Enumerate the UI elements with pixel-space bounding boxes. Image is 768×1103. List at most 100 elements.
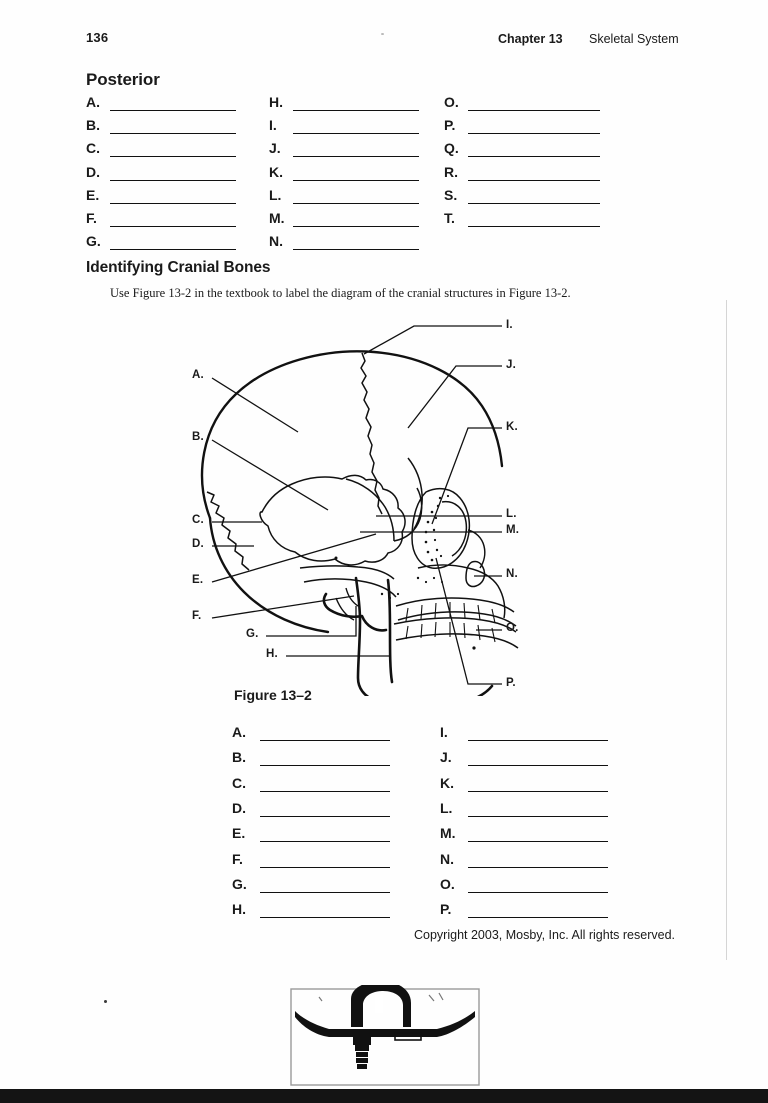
answer-blank-letter: M. bbox=[269, 210, 285, 226]
answer-blank-row[interactable]: P. bbox=[444, 115, 600, 135]
answer-blank-line[interactable] bbox=[468, 110, 600, 111]
answer-blank-line[interactable] bbox=[293, 226, 419, 227]
answer-blank-letter: N. bbox=[269, 233, 283, 250]
answer-blank-line[interactable] bbox=[260, 917, 390, 919]
answer-blank-line[interactable] bbox=[468, 841, 608, 843]
answer-blank-row[interactable]: I. bbox=[440, 722, 608, 742]
answer-blank-row[interactable]: J. bbox=[269, 138, 419, 158]
answer-blank-line[interactable] bbox=[260, 765, 390, 767]
answer-blank-row[interactable]: K. bbox=[440, 773, 608, 793]
answer-blank-row[interactable]: N. bbox=[269, 231, 419, 251]
answer-blank-row[interactable]: D. bbox=[232, 798, 390, 818]
answer-blank-letter: A. bbox=[232, 724, 246, 740]
copyright-notice: Copyright 2003, Mosby, Inc. All rights r… bbox=[414, 928, 675, 942]
answer-blank-line[interactable] bbox=[110, 202, 236, 204]
answer-blank-line[interactable] bbox=[468, 179, 600, 181]
answer-blank-letter: J. bbox=[440, 749, 452, 766]
answer-blank-line[interactable] bbox=[293, 110, 419, 111]
answer-blank-row[interactable]: I. bbox=[269, 115, 419, 135]
answer-blank-line[interactable] bbox=[468, 866, 608, 868]
answer-blank-row[interactable]: F. bbox=[232, 849, 390, 869]
answer-blank-row[interactable]: J. bbox=[440, 747, 608, 767]
answer-blank-row[interactable]: H. bbox=[232, 899, 390, 919]
answer-blank-row[interactable]: R. bbox=[444, 162, 600, 182]
answer-blank-line[interactable] bbox=[293, 179, 419, 181]
answer-blank-row[interactable]: D. bbox=[86, 162, 236, 182]
answer-blank-letter: O. bbox=[444, 94, 459, 110]
cranial-instruction: Use Figure 13-2 in the textbook to label… bbox=[110, 286, 571, 300]
answer-blank-line[interactable] bbox=[468, 226, 600, 227]
answer-blank-row[interactable]: G. bbox=[232, 874, 390, 894]
answer-blank-line[interactable] bbox=[260, 841, 390, 843]
answer-blank-row[interactable]: M. bbox=[269, 208, 419, 228]
answer-blank-line[interactable] bbox=[110, 133, 236, 135]
answer-blank-row[interactable]: H. bbox=[269, 92, 419, 112]
scan-speck bbox=[104, 1000, 107, 1003]
answer-blank-row[interactable]: K. bbox=[269, 162, 419, 182]
answer-blank-line[interactable] bbox=[260, 790, 390, 792]
answer-blank-line[interactable] bbox=[110, 179, 236, 181]
answer-blank-line[interactable] bbox=[260, 866, 390, 868]
answer-blank-line[interactable] bbox=[468, 740, 608, 741]
answer-blank-row[interactable]: B. bbox=[232, 747, 390, 767]
answer-blank-line[interactable] bbox=[110, 156, 236, 158]
answer-blank-row[interactable]: M. bbox=[440, 823, 608, 843]
answer-blank-row[interactable]: O. bbox=[444, 92, 600, 112]
answer-blank-row[interactable]: O. bbox=[440, 874, 608, 894]
answer-blank-row[interactable]: S. bbox=[444, 185, 600, 205]
answer-blank-line[interactable] bbox=[468, 202, 600, 204]
answer-blank-line[interactable] bbox=[293, 133, 419, 135]
answer-blank-line[interactable] bbox=[468, 891, 608, 893]
answer-blank-line[interactable] bbox=[293, 202, 419, 204]
answer-blank-row[interactable]: T. bbox=[444, 208, 600, 228]
answer-blank-row[interactable]: C. bbox=[232, 773, 390, 793]
answer-blank-line[interactable] bbox=[110, 249, 236, 251]
answer-blank-letter: L. bbox=[440, 799, 453, 816]
figure-label-l: L. bbox=[506, 508, 517, 520]
answer-blank-row[interactable]: Q. bbox=[444, 138, 600, 158]
posterior-heading: Posterior bbox=[86, 70, 160, 89]
scanner-bleed-artifact bbox=[287, 985, 483, 1089]
answer-blank-row[interactable]: G. bbox=[86, 231, 236, 251]
answer-blank-line[interactable] bbox=[260, 740, 390, 741]
answer-blank-line[interactable] bbox=[110, 110, 236, 111]
figure-label-k: K. bbox=[506, 421, 518, 433]
answer-blank-row[interactable]: L. bbox=[440, 798, 608, 818]
answer-blank-line[interactable] bbox=[468, 133, 600, 135]
answer-blank-line[interactable] bbox=[110, 226, 236, 227]
answer-blank-row[interactable]: E. bbox=[232, 823, 390, 843]
answer-blank-row[interactable]: N. bbox=[440, 849, 608, 869]
answer-blank-row[interactable]: B. bbox=[86, 115, 236, 135]
answer-blank-letter: Q. bbox=[444, 140, 459, 157]
page-number: 136 bbox=[86, 30, 109, 45]
answer-blank-line[interactable] bbox=[468, 917, 608, 919]
answer-blank-line[interactable] bbox=[468, 790, 608, 792]
answer-blank-row[interactable]: A. bbox=[86, 92, 236, 112]
answer-blank-letter: E. bbox=[86, 186, 100, 203]
answer-blank-row[interactable]: C. bbox=[86, 138, 236, 158]
answer-blank-row[interactable]: L. bbox=[269, 185, 419, 205]
answer-blank-row[interactable]: E. bbox=[86, 185, 236, 205]
answer-blank-line[interactable] bbox=[468, 815, 608, 817]
figure-label-m: M. bbox=[506, 524, 520, 536]
answer-blank-line[interactable] bbox=[260, 891, 390, 893]
answer-blank-line[interactable] bbox=[468, 156, 600, 158]
answer-blank-line[interactable] bbox=[468, 765, 608, 767]
answer-blank-line[interactable] bbox=[260, 815, 390, 817]
answer-blank-letter: D. bbox=[86, 163, 100, 180]
answer-blank-letter: C. bbox=[232, 774, 246, 791]
figure-label-f: F. bbox=[192, 610, 202, 622]
answer-blank-letter: C. bbox=[86, 140, 100, 157]
figure-label-h: H. bbox=[266, 648, 278, 660]
answer-blank-letter: E. bbox=[232, 825, 246, 842]
answer-blank-row[interactable]: F. bbox=[86, 208, 236, 228]
answer-blank-line[interactable] bbox=[293, 156, 419, 158]
figure-label-i: I. bbox=[506, 319, 513, 331]
scan-edge-right bbox=[726, 300, 727, 960]
answer-blank-row[interactable]: P. bbox=[440, 899, 608, 919]
answer-blank-letter: I. bbox=[440, 724, 448, 740]
answer-blank-letter: K. bbox=[440, 774, 454, 791]
answer-blank-row[interactable]: A. bbox=[232, 722, 390, 742]
answer-blank-letter: P. bbox=[444, 117, 456, 134]
answer-blank-line[interactable] bbox=[293, 249, 419, 251]
